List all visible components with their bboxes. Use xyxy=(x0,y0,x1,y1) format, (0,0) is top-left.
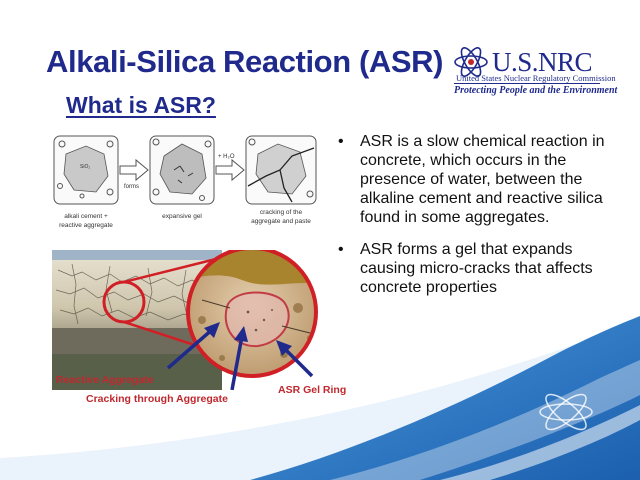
label-reactive-aggregate: Reactive Aggregate xyxy=(56,374,154,386)
concrete-photo-with-magnifier xyxy=(52,250,318,390)
bullet-list: • ASR is a slow chemical reaction in conc… xyxy=(336,132,632,310)
step2-caption: expansive gel xyxy=(162,213,202,220)
arrow-gel-ring xyxy=(282,346,314,378)
logo-full-name: United States Nuclear Regulatory Commiss… xyxy=(456,73,616,83)
slide-title: Alkali-Silica Reaction (ASR) xyxy=(46,44,444,79)
step3-caption-line1: cracking of the xyxy=(260,209,303,216)
step1-caption-line2: reactive aggregate xyxy=(59,222,113,229)
bullet-text: ASR forms a gel that expands causing mic… xyxy=(360,241,593,296)
arrow-forms-label: forms xyxy=(124,184,139,190)
bullet-text: ASR is a slow chemical reaction in concr… xyxy=(360,133,605,226)
highlight-circle-large xyxy=(186,250,318,378)
arrow-reactive-aggregate xyxy=(166,326,216,370)
bullet-dot-icon: • xyxy=(338,133,344,150)
nrc-logo: U.S.NRC United States Nuclear Regulatory… xyxy=(452,46,617,100)
svg-text:SiO₂: SiO₂ xyxy=(80,164,90,170)
asr-process-diagram: SiO₂ forms + H₂O alkali cement + reactiv… xyxy=(53,135,317,229)
logo-name: U.S.NRC xyxy=(492,47,593,77)
diagram-arrow-water xyxy=(215,158,245,182)
diagram-arrow-forms xyxy=(119,158,149,182)
logo-divider xyxy=(454,83,600,84)
slide-subtitle: What is ASR? xyxy=(66,92,216,118)
step1-caption-line1: alkali cement + xyxy=(64,213,108,220)
bullet-item: • ASR is a slow chemical reaction in conc… xyxy=(336,132,632,227)
logo-tagline: Protecting People and the Environment xyxy=(454,85,618,96)
step3-caption-line2: aggregate and paste xyxy=(251,218,311,225)
bullet-item: • ASR forms a gel that expands causing mi… xyxy=(336,240,632,297)
label-asr-gel-ring: ASR Gel Ring xyxy=(278,384,347,396)
bullet-dot-icon: • xyxy=(338,241,344,258)
arrow-water-label: + H₂O xyxy=(218,154,235,160)
nrc-emblem-icon xyxy=(454,47,488,77)
arrow-cracking xyxy=(230,335,244,390)
label-cracking-through-aggregate: Cracking through Aggregate xyxy=(86,393,228,405)
